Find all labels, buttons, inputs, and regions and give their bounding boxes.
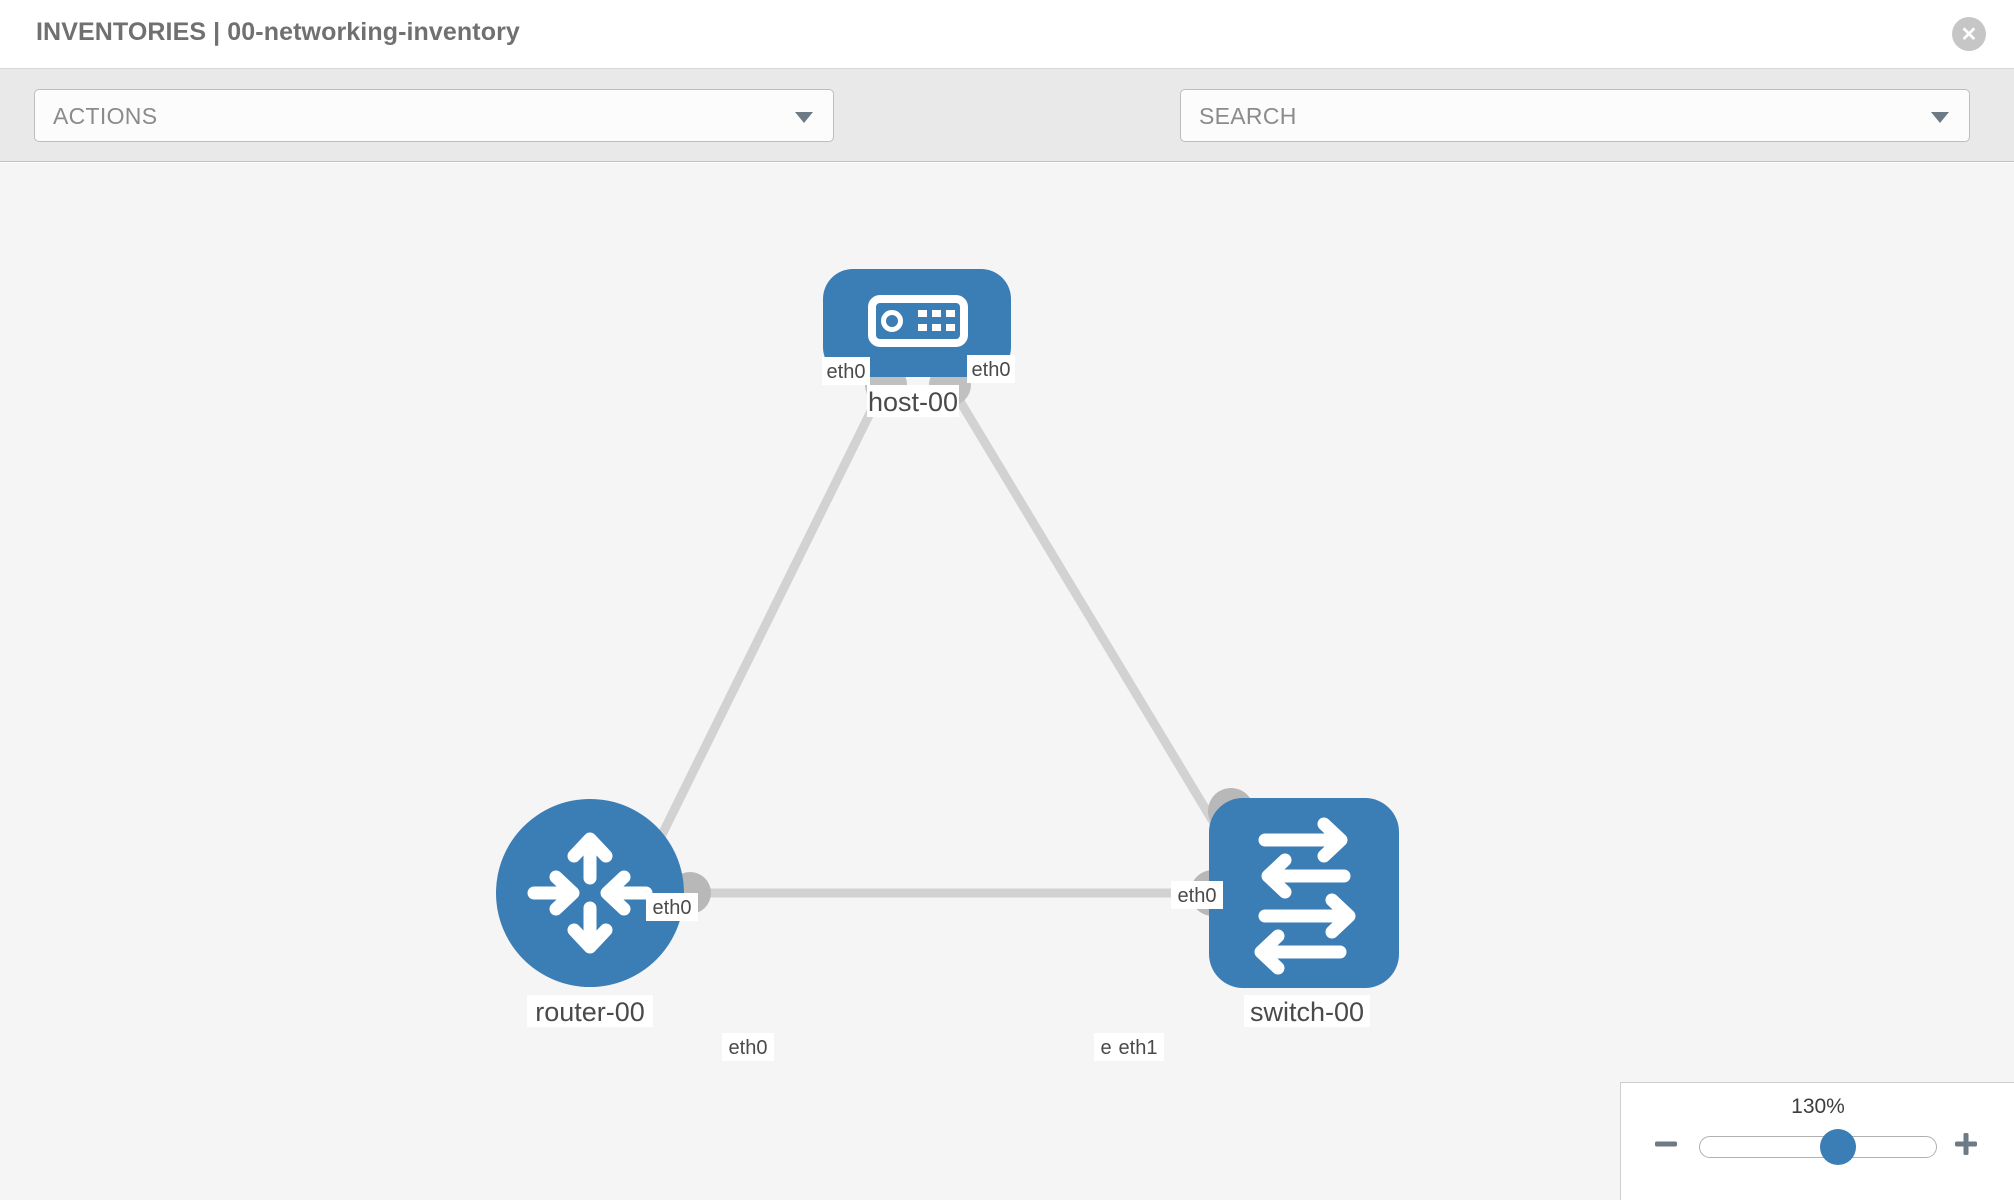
search-input-value: SEARCH xyxy=(1199,103,1297,129)
topology-canvas[interactable]: eth0 eth0 eth0 eth0 eth0 eth0 eth1 xyxy=(0,163,2014,1200)
page-header: INVENTORIES | 00-networking-inventory xyxy=(0,0,2014,69)
node-label-router-00: router-00 xyxy=(535,997,645,1027)
zoom-in-button[interactable] xyxy=(1949,1127,1983,1161)
zoom-level-value: 130% xyxy=(1791,1095,1845,1118)
node-labels: host-00 router-00 switch-00 xyxy=(527,385,1370,1027)
zoom-slider-track[interactable] xyxy=(1699,1136,1937,1158)
server-device-icon xyxy=(868,295,968,347)
iface-label-router-switch-b: eth1 xyxy=(1119,1037,1158,1059)
topology-links xyxy=(643,390,1236,898)
search-input[interactable]: SEARCH xyxy=(1180,89,1970,142)
toolbar: ACTIONS SEARCH xyxy=(0,69,2014,202)
close-icon[interactable] xyxy=(1952,17,1986,51)
iface-label-router-switch-a: eth0 xyxy=(729,1037,768,1059)
chevron-down-icon[interactable] xyxy=(1931,112,1949,123)
node-switch-00[interactable] xyxy=(1209,798,1399,988)
iface-label-host-router-a: eth0 xyxy=(827,361,866,383)
iface-label-host-router-b: eth0 xyxy=(653,897,692,919)
actions-dropdown-label: ACTIONS xyxy=(53,103,158,129)
actions-dropdown[interactable]: ACTIONS xyxy=(34,89,834,142)
node-host-00[interactable] xyxy=(823,269,1011,377)
node-router-00[interactable] xyxy=(496,799,684,987)
zoom-slider-thumb[interactable] xyxy=(1820,1129,1857,1165)
iface-label-host-switch-a: eth0 xyxy=(972,359,1011,381)
bidirectional-arrows-icon xyxy=(1254,817,1356,975)
link-host-router[interactable] xyxy=(643,391,885,865)
interface-labels: eth0 eth0 eth0 eth0 eth0 eth0 eth1 xyxy=(646,355,1223,1061)
link-host-switch[interactable] xyxy=(951,390,1236,856)
node-label-switch-00: switch-00 xyxy=(1250,997,1364,1027)
iface-label-host-switch-b: eth0 xyxy=(1178,885,1217,907)
page-title: INVENTORIES | 00-networking-inventory xyxy=(36,18,520,46)
four-arrows-icon xyxy=(527,832,653,954)
node-label-host-00: host-00 xyxy=(868,387,958,417)
topology-graph: eth0 eth0 eth0 eth0 eth0 eth0 eth1 xyxy=(496,269,1399,1061)
zoom-control-panel: 130% xyxy=(1620,1082,2014,1200)
zoom-out-button[interactable] xyxy=(1649,1127,1683,1161)
chevron-down-icon xyxy=(795,112,813,123)
